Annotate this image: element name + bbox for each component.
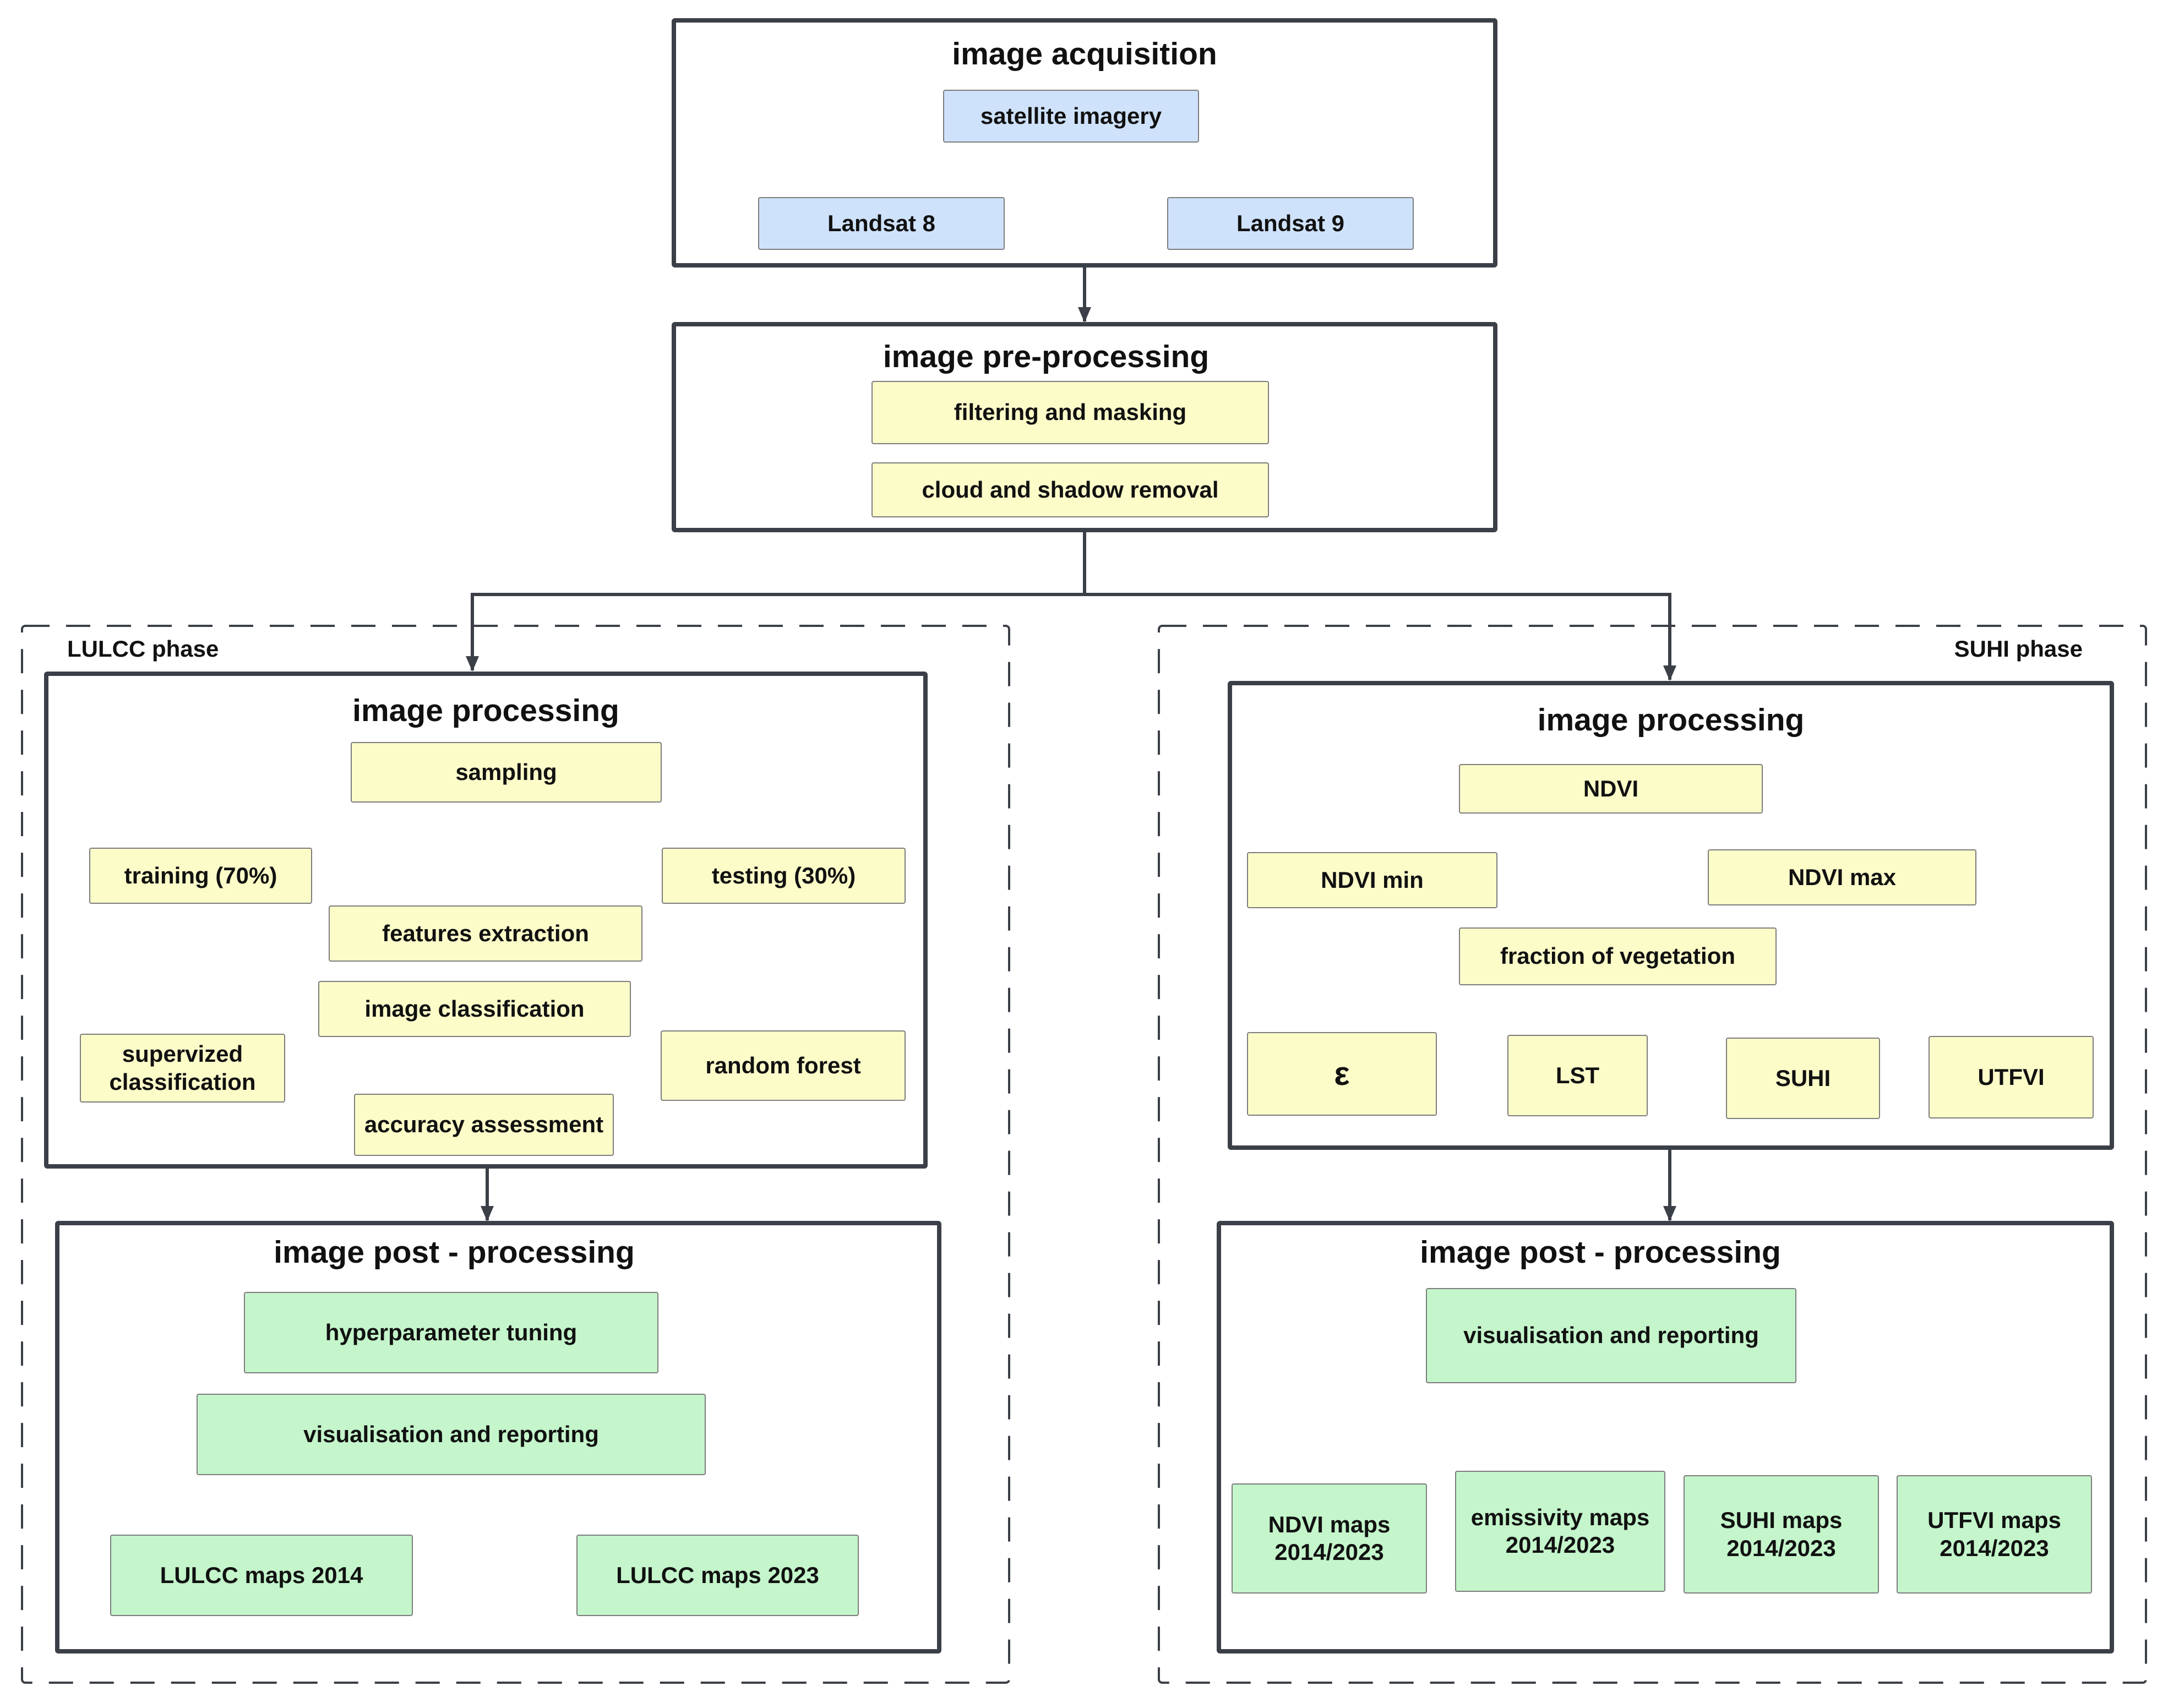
lst-node: LST	[1507, 1035, 1648, 1116]
suhi-phase-label: SUHI phase	[1954, 636, 2083, 662]
ndvi-max-node: NDVI max	[1708, 849, 1976, 905]
lulcc-maps-2023-node: LULCC maps 2023	[576, 1535, 859, 1616]
lulcc-visualisation-reporting-node: visualisation and reporting	[197, 1394, 706, 1475]
emissivity-maps-node: emissivity maps 2014/2023	[1455, 1471, 1665, 1592]
arrow-preprocessing-to-suhi	[1083, 532, 1676, 681]
lulcc-phase-label: LULCC phase	[67, 636, 219, 662]
ndvi-node: NDVI	[1459, 764, 1763, 814]
ndvi-min-node: NDVI min	[1247, 852, 1497, 908]
satellite-imagery-node: satellite imagery	[943, 90, 1199, 143]
features-extraction-node: features extraction	[329, 905, 642, 962]
lulcc-maps-2014-node: LULCC maps 2014	[110, 1535, 413, 1616]
hyperparameter-tuning-node: hyperparameter tuning	[244, 1292, 658, 1373]
utfvi-node: UTFVI	[1929, 1036, 2094, 1118]
suhi-phase-border	[1158, 625, 2147, 1684]
fraction-of-vegetation-node: fraction of vegetation	[1459, 927, 1777, 985]
image-preprocessing-title: image pre-processing	[883, 339, 1210, 374]
landsat-8-node: Landsat 8	[758, 197, 1005, 250]
lulcc-phase-border	[21, 625, 1010, 1684]
lulcc-image-processing-title: image processing	[352, 693, 619, 728]
image-acquisition-title: image acquisition	[952, 36, 1217, 72]
filtering-masking-node: filtering and masking	[871, 381, 1269, 444]
lulcc-image-post-processing-title: image post - processing	[274, 1235, 635, 1270]
image-classification-node: image classification	[318, 981, 631, 1037]
training-node: training (70%)	[89, 848, 312, 904]
suhi-node: SUHI	[1726, 1038, 1880, 1119]
landsat-9-node: Landsat 9	[1167, 197, 1414, 250]
random-forest-node: random forest	[661, 1030, 906, 1101]
ndvi-maps-node: NDVI maps 2014/2023	[1232, 1483, 1427, 1594]
arrow-preprocessing-to-lulcc	[466, 532, 1086, 672]
sampling-node: sampling	[351, 742, 662, 803]
supervized-classification-node: supervized classification	[80, 1034, 285, 1103]
suhi-visualisation-reporting-node: visualisation and reporting	[1426, 1288, 1796, 1383]
cloud-shadow-removal-node: cloud and shadow removal	[871, 462, 1269, 517]
testing-node: testing (30%)	[662, 848, 906, 904]
suhi-image-processing-title: image processing	[1537, 702, 1805, 738]
accuracy-assessment-node: accuracy assessment	[354, 1094, 614, 1156]
utfvi-maps-node: UTFVI maps 2014/2023	[1897, 1475, 2092, 1594]
suhi-image-post-processing-title: image post - processing	[1420, 1235, 1781, 1270]
epsilon-node: ε	[1247, 1032, 1437, 1116]
suhi-maps-node: SUHI maps 2014/2023	[1684, 1475, 1879, 1594]
